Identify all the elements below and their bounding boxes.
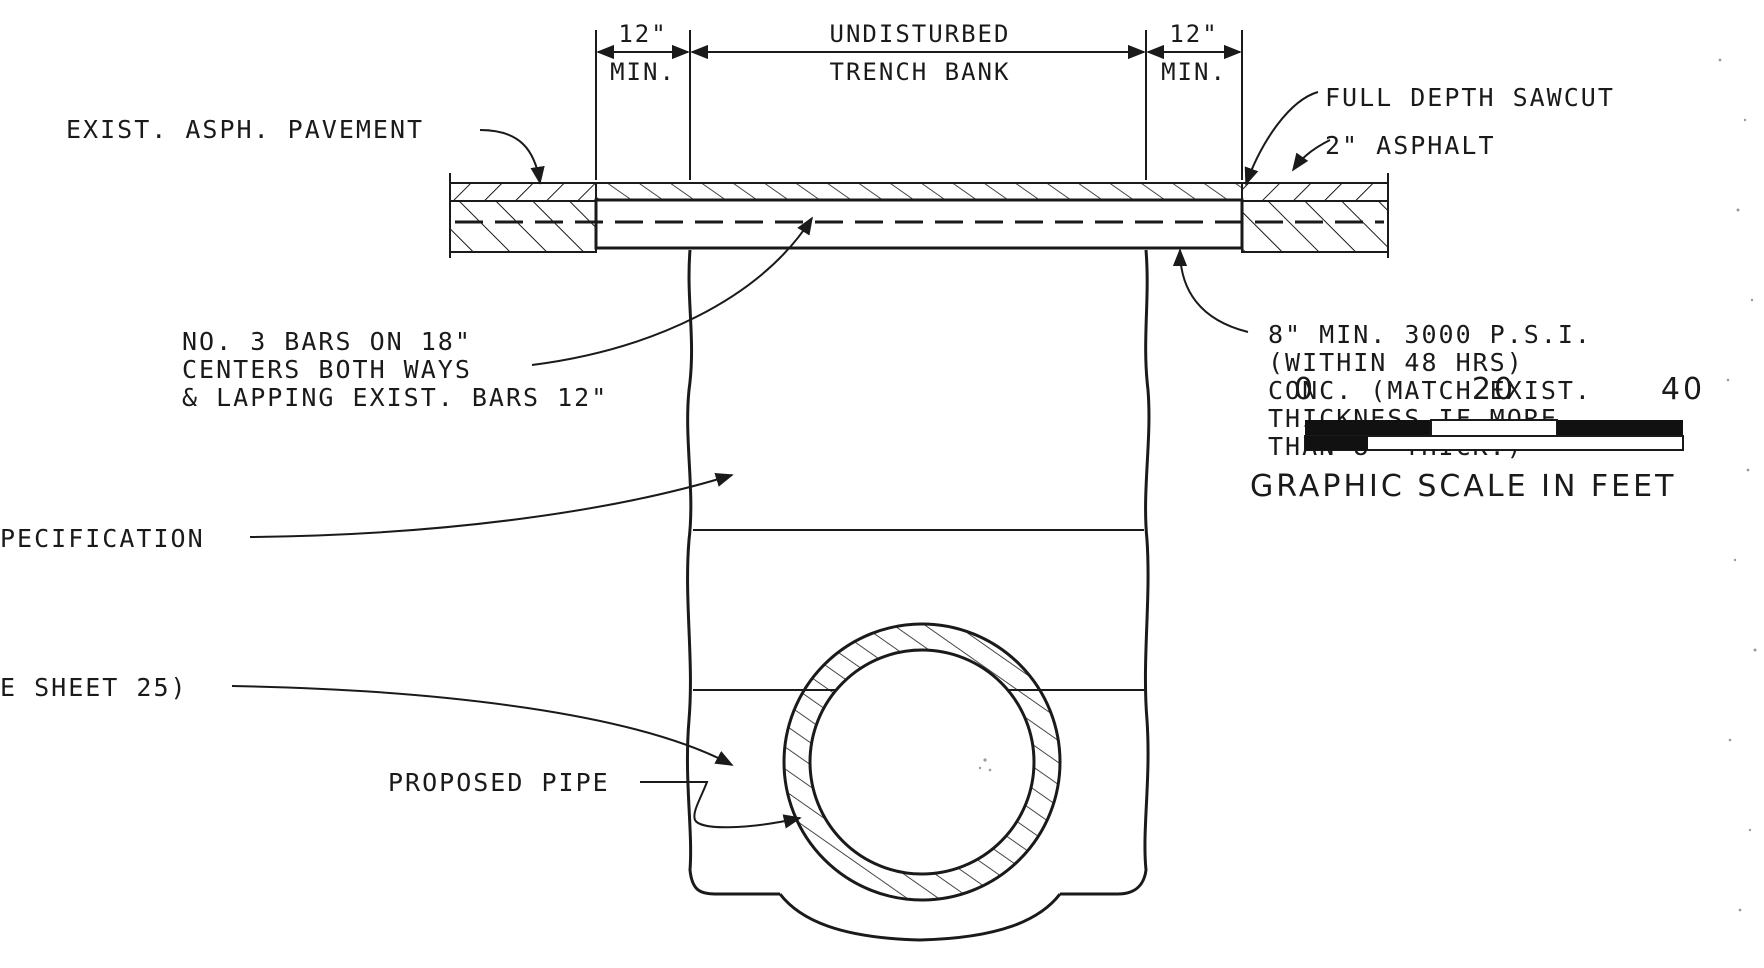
dim-right-bottom: MIN. bbox=[1161, 58, 1227, 86]
scale-tick-20: 20 bbox=[1472, 372, 1516, 407]
scale-bar-subdivision bbox=[1305, 436, 1368, 450]
dim-left-bottom: MIN. bbox=[610, 58, 676, 86]
label-bars-line1: NO. 3 BARS ON 18" bbox=[182, 327, 472, 356]
label-conc-line3: CONC. (MATCH EXIST. bbox=[1268, 376, 1592, 405]
existing-pavement-right bbox=[1241, 173, 1389, 258]
leader-lines bbox=[231, 91, 1331, 829]
dim-center-top: UNDISTURBED bbox=[830, 20, 1011, 48]
label-full-depth-sawcut: FULL DEPTH SAWCUT bbox=[1325, 83, 1615, 112]
dim-center-bottom: TRENCH BANK bbox=[830, 58, 1011, 86]
asphalt-cap-layer bbox=[595, 182, 1243, 201]
scale-bar-segment-1 bbox=[1305, 420, 1431, 436]
label-sheet-partial: E SHEET 25) bbox=[0, 673, 188, 702]
scan-noise-edge bbox=[978, 58, 1757, 912]
scale-bar-segment-2 bbox=[1430, 419, 1558, 437]
label-exist-pavement: EXIST. ASPH. PAVEMENT bbox=[66, 115, 424, 144]
label-proposed-pipe: PROPOSED PIPE bbox=[388, 768, 610, 797]
label-bars-line2: CENTERS BOTH WAYS bbox=[182, 355, 472, 384]
trench-walls bbox=[685, 249, 1151, 942]
concrete-slab bbox=[455, 198, 1384, 250]
label-conc-line2: (WITHIN 48 HRS) bbox=[1268, 348, 1524, 377]
scale-tick-0: 0 bbox=[1294, 372, 1316, 407]
graphic-scale: 0 20 40 GRAPHIC SCALE IN FEET bbox=[1250, 372, 1705, 504]
proposed-pipe-section bbox=[782, 622, 1062, 902]
scale-bar-segment-3 bbox=[1557, 420, 1683, 436]
dim-left-top: 12" bbox=[618, 20, 667, 48]
scale-caption: GRAPHIC SCALE IN FEET bbox=[1250, 469, 1676, 504]
existing-pavement-left bbox=[449, 173, 597, 258]
dimension-lines bbox=[595, 30, 1243, 180]
label-bars-line3: & LAPPING EXIST. BARS 12" bbox=[182, 383, 608, 412]
label-specification-partial: PECIFICATION bbox=[0, 524, 205, 553]
label-asphalt: 2" ASPHALT bbox=[1325, 131, 1496, 160]
scale-tick-40: 40 bbox=[1661, 372, 1705, 407]
dim-right-top: 12" bbox=[1169, 20, 1218, 48]
label-conc-line1: 8" MIN. 3000 P.S.I. bbox=[1268, 320, 1592, 349]
